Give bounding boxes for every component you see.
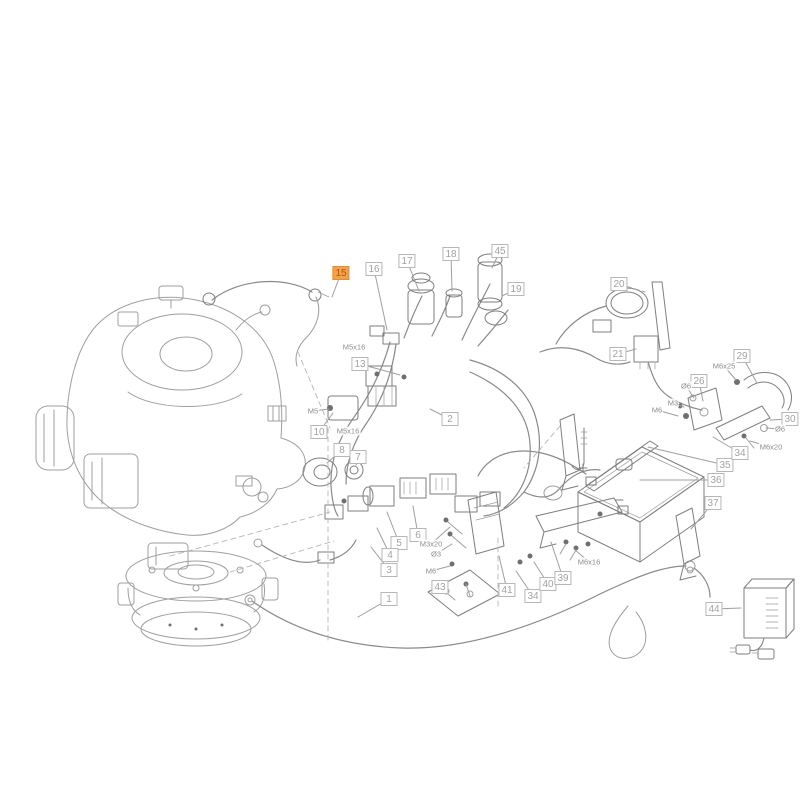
callout-34[interactable]: 34: [731, 446, 749, 460]
callout-35[interactable]: 35: [716, 458, 734, 472]
bracket-cluster: [427, 491, 623, 617]
callout-30[interactable]: 30: [781, 412, 799, 426]
callout-29[interactable]: 29: [733, 349, 751, 363]
callout-1[interactable]: 1: [380, 592, 398, 606]
callout-37[interactable]: 37: [704, 496, 722, 510]
callout-45[interactable]: 45: [491, 244, 509, 258]
callout-17[interactable]: 17: [398, 254, 416, 268]
clutch-drawing: [117, 538, 335, 647]
charger-drawing: [729, 578, 795, 660]
callout-7[interactable]: 7: [349, 450, 367, 464]
callout-18[interactable]: 18: [442, 247, 460, 261]
callout-6[interactable]: 6: [409, 528, 427, 542]
callout-21[interactable]: 21: [609, 347, 627, 361]
callout-15[interactable]: 15: [332, 266, 350, 280]
spark-plug-wire: [202, 280, 330, 367]
connector-cluster: [324, 473, 501, 520]
fastener-label: Ø3: [429, 549, 443, 559]
callout-5[interactable]: 5: [390, 536, 408, 550]
callout-13[interactable]: 13: [351, 357, 369, 371]
fastener-label: M6x20: [758, 442, 784, 452]
callout-43[interactable]: 43: [431, 580, 449, 594]
callout-10[interactable]: 10: [310, 425, 328, 439]
wiring-harness: [244, 283, 711, 659]
fastener-label: Ø6: [773, 424, 787, 434]
switch-cluster: [302, 253, 508, 487]
fastener-label: M6: [650, 405, 664, 415]
fastener-label: M3x20: [418, 539, 444, 549]
fastener-label: M5x16: [335, 426, 361, 436]
callout-39[interactable]: 39: [554, 571, 572, 585]
callout-16[interactable]: 16: [365, 262, 383, 276]
callout-8[interactable]: 8: [333, 443, 351, 457]
engine-drawing: [35, 285, 306, 536]
fastener-label: M6x25: [711, 361, 737, 371]
callout-44[interactable]: 44: [705, 602, 723, 616]
callout-2[interactable]: 2: [441, 412, 459, 426]
fastener-label: M5: [306, 406, 320, 416]
callout-4[interactable]: 4: [381, 548, 399, 562]
fastener-label: Ø6: [679, 381, 693, 391]
callout-19[interactable]: 19: [507, 282, 525, 296]
callout-26[interactable]: 26: [690, 374, 708, 388]
callout-34[interactable]: 34: [524, 589, 542, 603]
construction-lines: [169, 351, 561, 643]
callout-20[interactable]: 20: [610, 277, 628, 291]
fastener-label: M5x16: [341, 342, 367, 352]
fastener-label: M3: [666, 398, 680, 408]
callout-3[interactable]: 3: [380, 563, 398, 577]
callout-41[interactable]: 41: [498, 583, 516, 597]
callout-36[interactable]: 36: [707, 473, 725, 487]
battery-drawing: [559, 413, 705, 581]
fastener-label: M6x16: [576, 557, 602, 567]
fastener-label: M6: [424, 566, 438, 576]
